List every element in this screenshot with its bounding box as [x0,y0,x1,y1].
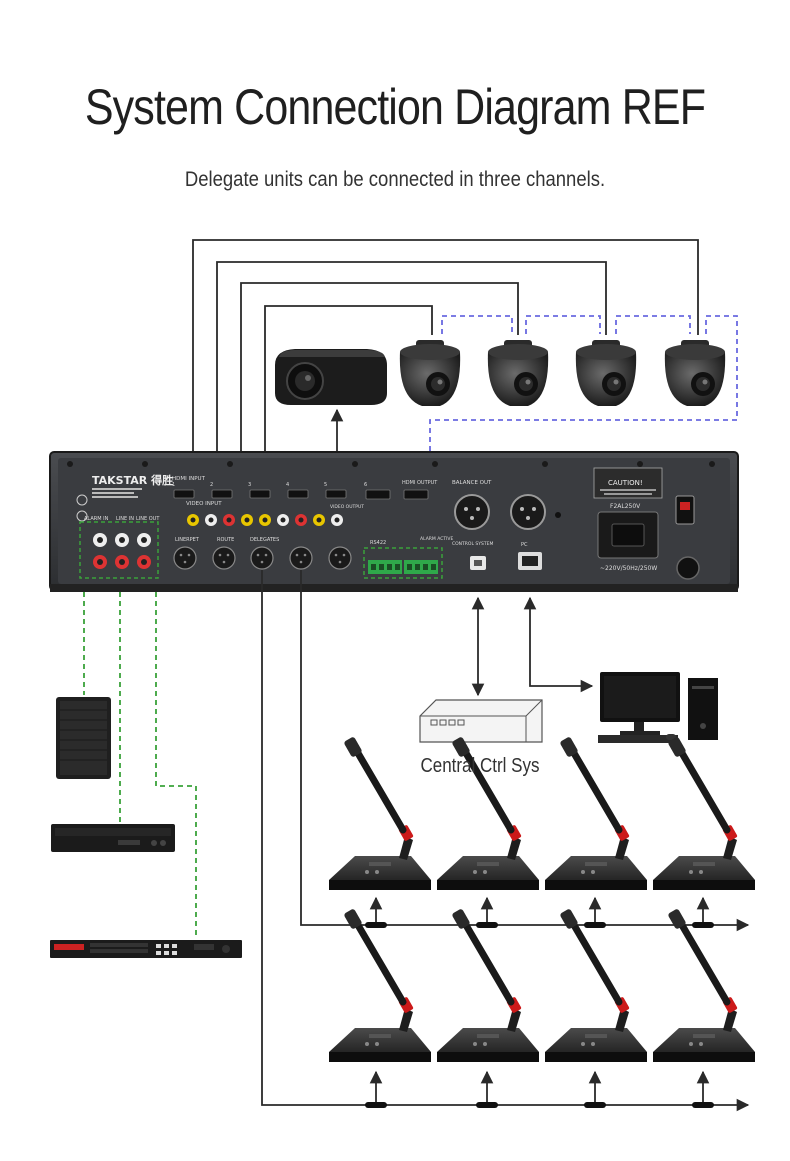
delegate-mic-3 [545,736,647,890]
svg-text:LINERPET: LINERPET [175,537,200,543]
dvd-player [51,824,175,852]
hdmi-wires [192,239,699,480]
hdmi-output-label: HDMI OUTPUT [402,480,438,486]
svg-text:4: 4 [286,482,289,488]
caution-label: CAUTION! [608,479,643,487]
page-title: System Connection Diagram REF [84,79,706,135]
video-input-label: VIDEO INPUT [186,501,222,507]
ptz-camera-4 [664,340,726,406]
svg-text:6: 6 [364,482,367,488]
wire-camera-4 [192,239,699,480]
svg-text:5: 5 [324,482,327,488]
svg-text:ALARM IN: ALARM IN [84,516,109,522]
delegate-mic-7 [545,908,647,1062]
projector [275,349,387,405]
central-control-box [419,699,543,743]
pc-arrow [523,596,594,693]
ptz-camera-2 [487,340,549,406]
svg-text:BALANCE OUT: BALANCE OUT [452,480,492,486]
loudspeaker [56,697,111,779]
delegate-mic-8 [653,908,755,1062]
ptz-camera-3 [575,340,637,406]
svg-text:2: 2 [210,482,213,488]
desktop-computer [598,672,718,743]
svg-text:CONTROL SYSTEM: CONTROL SYSTEM [452,541,493,547]
brand-logo: TAKSTAR 得胜 [92,473,173,487]
delegate-taps-row-1 [365,896,714,928]
delegate-mic-4 [653,736,755,890]
camera-control-chain [429,315,738,560]
svg-text:RS422: RS422 [370,540,386,546]
wire-camera-1 [264,305,433,480]
svg-text:ALARM ACTIVE: ALARM ACTIVE [420,536,454,542]
svg-text:F2AL250V: F2AL250V [610,503,641,510]
svg-text:~220V/50Hz/250W: ~220V/50Hz/250W [600,565,657,572]
svg-text:ROUTE: ROUTE [217,537,234,543]
svg-text:1: 1 [172,482,175,488]
hdmi-input-label: HDMI INPUT [172,476,206,482]
delegate-mic-6 [437,908,539,1062]
audio-link-wires [83,592,197,938]
svg-text:LINE OUT: LINE OUT [136,516,160,522]
page-subtitle: Delegate units can be connected in three… [184,168,606,191]
svg-text:3: 3 [248,482,251,488]
video-output-label: VIDEO OUTPUT [330,504,364,510]
delegate-taps-row-2 [365,1070,714,1108]
ptz-camera-1 [399,340,461,406]
svg-text:LINE IN: LINE IN [116,516,134,522]
delegate-bus-2 [261,570,750,1112]
main-unit-rear-panel: TAKSTAR 得胜 HDMI INPUT 1 2 3 4 5 6 HDMI O… [49,451,739,592]
rack-processor [50,940,242,958]
svg-text:PC: PC [521,542,528,548]
central-control-label: Central Ctrl Sys [420,755,540,777]
wire-camera-2 [240,282,519,480]
audio-io-group: ALARM IN LINE IN LINE OUT [79,516,160,579]
svg-text:DELEGATES: DELEGATES [250,537,279,543]
delegate-bus-wires [261,570,750,1112]
delegate-mic-5 [329,908,431,1062]
wire-camera-3 [216,261,607,480]
